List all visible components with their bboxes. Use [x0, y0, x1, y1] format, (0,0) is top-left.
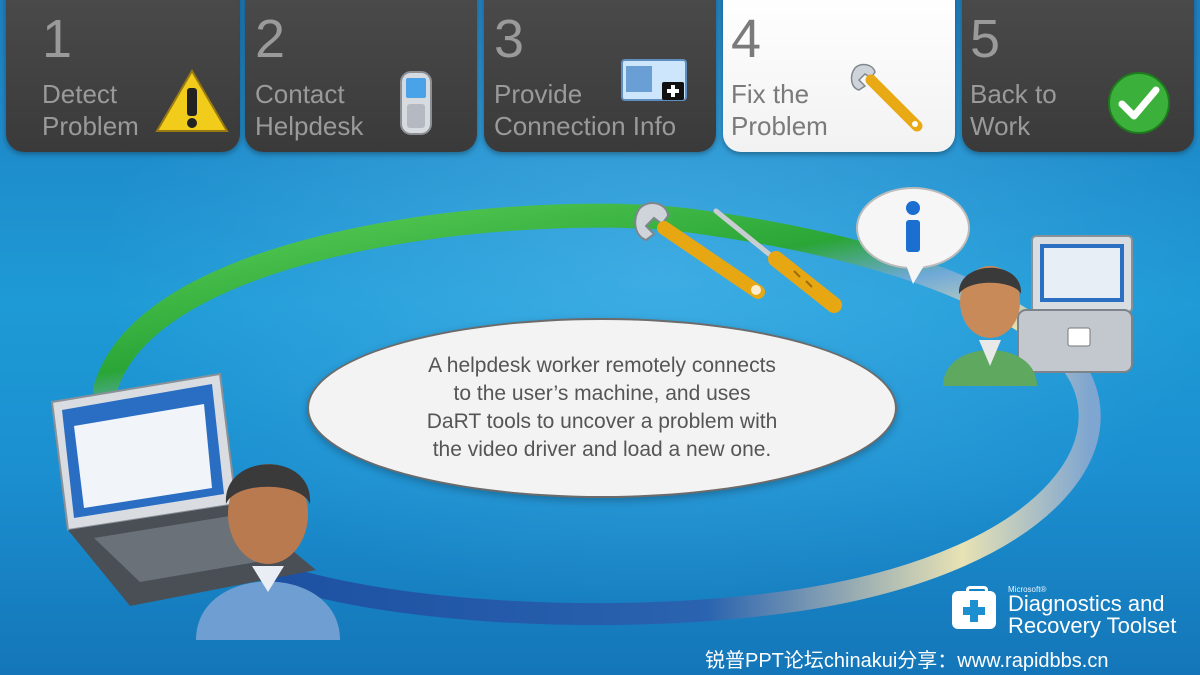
- step-number: 4: [731, 9, 762, 69]
- wrench-icon: [634, 201, 765, 299]
- step-tab-3[interactable]: 3 Provide Connection Info: [484, 0, 716, 152]
- step-number: 1: [42, 9, 73, 69]
- dart-logo: Microsoft® Diagnostics and Recovery Tool…: [952, 585, 1182, 638]
- brand-line-2: Recovery Toolset: [1008, 613, 1177, 638]
- step-label: Provide Connection Info: [494, 79, 677, 141]
- footer-credit: 锐普PPT论坛chinakui分享：www.rapidbbs.cn: [705, 650, 1109, 672]
- step-number: 3: [494, 9, 525, 69]
- step-label: Back to Work: [970, 79, 1057, 141]
- microsoft-label: Microsoft®: [1008, 585, 1047, 594]
- step-tab-1[interactable]: 1 Detect Problem: [6, 0, 240, 152]
- mobile-phone-icon: [400, 71, 432, 135]
- step-label: Detect Problem: [42, 79, 139, 141]
- step-label: Contact Helpdesk: [255, 79, 364, 141]
- step-tabs: 1 Detect Problem 2 Contact Helpdesk 3 Pr…: [0, 0, 1200, 156]
- user-avatar: [196, 464, 340, 640]
- step-label: Fix the Problem: [731, 79, 828, 141]
- first-aid-kit-icon: [952, 586, 996, 629]
- screwdriver-icon: [713, 208, 842, 313]
- step-number: 5: [970, 9, 1001, 69]
- step-tab-2[interactable]: 2 Contact Helpdesk: [245, 0, 477, 152]
- info-bubble-icon: [856, 187, 970, 284]
- checkmark-icon: [1108, 72, 1170, 134]
- helpdesk-worker-avatar: [943, 266, 1037, 386]
- step-tab-4[interactable]: 4 Fix the Problem: [723, 0, 955, 152]
- id-card-icon: [621, 59, 687, 101]
- wrench-icon: [850, 63, 923, 132]
- step-tab-5[interactable]: 5 Back to Work: [962, 0, 1194, 152]
- toolbox-computer-icon: [1017, 235, 1133, 373]
- callout-text: A helpdesk worker remotely connects to t…: [426, 354, 778, 461]
- brand-line-1: Diagnostics and: [1008, 591, 1165, 616]
- warning-icon: [155, 69, 229, 132]
- step-number: 2: [255, 9, 286, 69]
- description-callout: A helpdesk worker remotely connects to t…: [307, 318, 897, 498]
